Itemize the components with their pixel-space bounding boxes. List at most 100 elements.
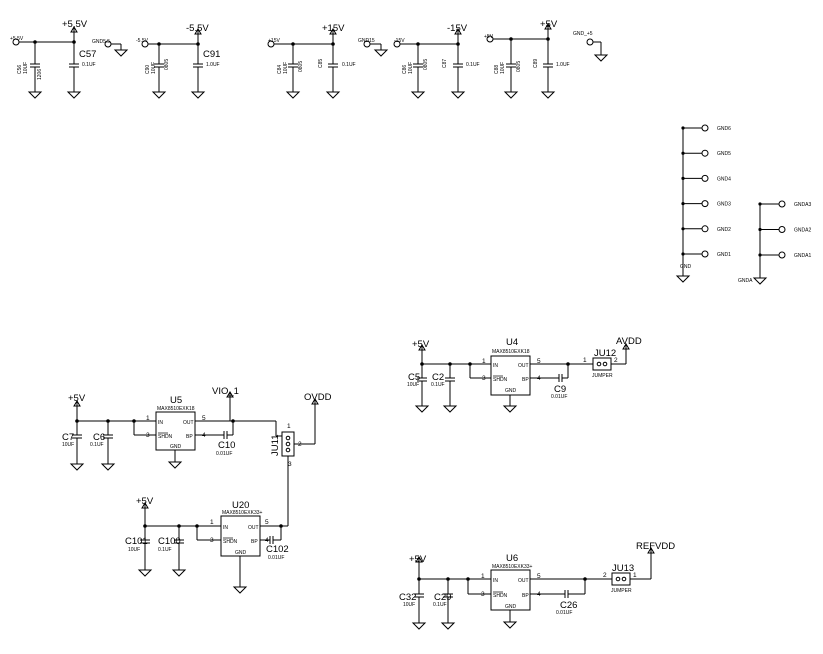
rail-label-5p5v: +5.5V (62, 19, 88, 30)
svg-text:BP: BP (522, 377, 529, 383)
svg-text:C29: C29 (434, 592, 451, 603)
svg-text:0.01UF: 0.01UF (268, 555, 284, 561)
svg-text:1.0UF: 1.0UF (206, 62, 220, 68)
ground-icon (172, 563, 186, 577)
svg-text:0.1UF: 0.1UF (158, 547, 172, 553)
supply-section-15v: +15V C84 10UF 0805 +15V C85 0.1UF GND15 (267, 23, 388, 99)
svg-text:IN: IN (158, 420, 163, 426)
svg-text:C6: C6 (93, 432, 105, 443)
ground-icon (441, 616, 455, 630)
svg-text:BP: BP (522, 593, 529, 599)
ground-icon (676, 269, 690, 283)
svg-text:MAX8510EXK18: MAX8510EXK18 (157, 406, 195, 412)
supply-section-m15v: -15V C86 10UF 0805 -15V C87 0.1UF (393, 23, 480, 99)
net-port-icon[interactable] (701, 124, 709, 132)
svg-text:GND: GND (680, 264, 692, 270)
svg-text:OUT: OUT (183, 420, 194, 426)
svg-text:C89: C89 (533, 59, 539, 68)
svg-text:5: 5 (537, 573, 541, 580)
gnd-tie-row: GND1 (681, 250, 731, 258)
ground-icon (28, 85, 42, 99)
gnd5-label: GND_+5 (573, 31, 593, 37)
rail-label-5v: +5V (540, 19, 558, 30)
regulator-u5-section: +5V C7 10UF C6 0.1UF U5 MAX8510EXK18 IN … (62, 386, 332, 526)
svg-text:0.1UF: 0.1UF (433, 602, 447, 608)
gnd15-label: GND15 (358, 38, 375, 44)
ground-icon (503, 399, 517, 413)
svg-text:0.1UF: 0.1UF (342, 62, 356, 68)
ground-icon (101, 457, 115, 471)
net-refvdd: REFVDD (636, 541, 675, 552)
jumper-ju13[interactable] (611, 572, 631, 586)
net-port-icon[interactable] (586, 38, 594, 46)
net-port-icon[interactable] (701, 149, 709, 157)
svg-text:C90: C90 (145, 65, 151, 74)
net-avdd: AVDD (616, 336, 642, 347)
svg-text:10UF: 10UF (23, 62, 29, 74)
ground-icon (415, 399, 429, 413)
svg-text:5: 5 (265, 519, 269, 526)
cap-c57-ref: C57 (79, 49, 96, 60)
svg-text:0.1UF: 0.1UF (82, 62, 96, 68)
svg-text:10UF: 10UF (407, 382, 419, 388)
ground-icon (326, 85, 340, 99)
svg-text:0.01UF: 0.01UF (556, 610, 572, 616)
svg-text:2: 2 (603, 572, 607, 579)
svg-text:C5: C5 (408, 372, 420, 383)
svg-text:1: 1 (633, 572, 637, 579)
gnd-tie-row: GND3 (681, 200, 731, 208)
jumper-ju12[interactable] (592, 357, 612, 371)
net-port-icon[interactable] (778, 226, 786, 233)
svg-text:GND: GND (505, 388, 517, 394)
ground-icon (504, 85, 518, 99)
ground-icon (753, 271, 767, 285)
ground-icon (374, 43, 388, 57)
gnd-tie-row: GND6 (681, 124, 731, 132)
gnd-tie-row: GND2 (681, 225, 731, 233)
net-port-icon[interactable] (701, 250, 709, 258)
regulator-u4[interactable] (490, 355, 531, 396)
svg-text:GND: GND (235, 550, 247, 556)
svg-text:IN: IN (223, 525, 228, 531)
svg-text:1: 1 (146, 415, 150, 422)
gnd-tie-row: GND5 (681, 149, 731, 157)
gnd-net-label: GND6 (717, 126, 731, 132)
regulator-u5[interactable] (155, 411, 196, 451)
net-port-icon[interactable] (701, 200, 709, 208)
ground-icon (541, 85, 555, 99)
gnd-tie-row: GNDA2 (758, 226, 811, 234)
supply-section-m5p5v: -5.5V C90 10UF 0805 -5.5V C91 1.0UF (136, 23, 220, 99)
svg-text:3: 3 (481, 591, 485, 598)
svg-text:10UF: 10UF (151, 62, 157, 74)
svg-text:C85: C85 (318, 59, 324, 68)
net-port-icon[interactable] (701, 174, 709, 182)
regulator-u6-section: +5V C32 10UF C29 0.1UF U6 MAX8510EXK33+ … (399, 541, 675, 630)
svg-text:1: 1 (583, 357, 587, 364)
svg-text:GND: GND (170, 444, 182, 450)
jumper-ju11[interactable] (281, 431, 295, 457)
ground-icon (67, 85, 81, 99)
net-port-icon[interactable] (778, 251, 786, 259)
net-port-icon[interactable] (701, 225, 709, 233)
svg-text:-5.5V: -5.5V (136, 38, 149, 44)
rail-label-15v: +15V (322, 23, 345, 34)
svg-text:JU12: JU12 (594, 348, 616, 359)
svg-text:BP: BP (186, 434, 193, 440)
net-port-icon[interactable] (778, 200, 786, 208)
svg-text:OUT: OUT (518, 363, 529, 369)
gnd-net-label: GND1 (717, 252, 731, 258)
svg-text:C84: C84 (277, 65, 283, 74)
cap-c91-ref: C91 (203, 49, 220, 60)
ground-icon (191, 85, 205, 99)
svg-text:C102: C102 (266, 544, 289, 555)
regulator-u20[interactable] (220, 515, 261, 557)
svg-text:0.01UF: 0.01UF (216, 451, 232, 457)
svg-text:10UF: 10UF (500, 62, 506, 74)
svg-text:0.1UF: 0.1UF (90, 442, 104, 448)
ground-icon (286, 85, 300, 99)
svg-text:0805: 0805 (164, 59, 170, 70)
svg-text:5: 5 (537, 358, 541, 365)
